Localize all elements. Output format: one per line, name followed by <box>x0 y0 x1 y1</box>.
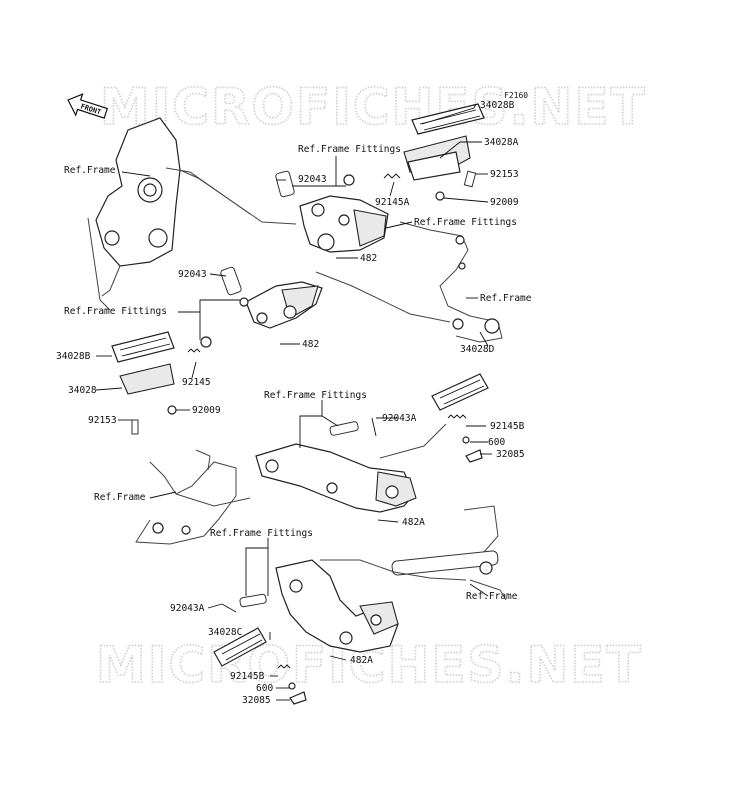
bracket-left-middle <box>200 266 323 348</box>
label-92043-top: 92043 <box>298 174 327 185</box>
label-ref-frame-right: Ref.Frame <box>480 293 532 304</box>
label-34028c: 34028C <box>208 627 242 638</box>
label-92153-left: 92153 <box>88 415 117 426</box>
label-92145a: 92145A <box>375 197 410 208</box>
label-34028d: 34028D <box>460 344 495 355</box>
watermark-top: MICROFICHES.NET <box>100 78 647 136</box>
frame-upper-left <box>87 117 297 311</box>
label-482a-mid: 482A <box>402 517 425 528</box>
label-92043-left: 92043 <box>178 269 207 280</box>
label-92009-right: 92009 <box>490 197 519 208</box>
label-600-right: 600 <box>488 437 505 448</box>
label-92145b-low: 92145B <box>230 671 265 682</box>
figure-id: F2160 <box>504 91 528 100</box>
label-ref-frame-fittings-mid-right: Ref.Frame Fittings <box>414 217 517 228</box>
label-ref-frame-upper-left: Ref.Frame <box>64 165 116 176</box>
label-34028-left: 34028 <box>68 385 97 396</box>
label-482a-low: 482A <box>350 655 373 666</box>
label-ref-frame-lower-right: Ref.Frame <box>466 591 518 602</box>
bracket-center-rear <box>255 373 489 513</box>
label-ref-frame-fittings-center: Ref.Frame Fittings <box>264 390 367 401</box>
label-600-low: 600 <box>256 683 273 694</box>
label-ref-frame-fittings-left: Ref.Frame Fittings <box>64 306 167 317</box>
label-34028b-left: 34028B <box>56 351 91 362</box>
label-34028a: 34028A <box>484 137 519 148</box>
footpeg-left <box>111 331 201 435</box>
label-92153-right: 92153 <box>490 169 519 180</box>
frame-lower-left <box>135 449 251 545</box>
part-labels: 34028B 34028A 92153 92009 Ref.Frame Ref.… <box>56 100 532 706</box>
label-92009-left: 92009 <box>192 405 221 416</box>
label-32085-right: 32085 <box>496 449 525 460</box>
label-92145b-right: 92145B <box>490 421 525 432</box>
frame-right <box>315 221 503 343</box>
label-ref-frame-fittings-top: Ref.Frame Fittings <box>298 144 401 155</box>
bracket-upper-right <box>275 170 401 253</box>
label-92145-left: 92145 <box>182 377 211 388</box>
leader-lines <box>95 103 492 701</box>
label-92043a-top: 92043A <box>382 413 417 424</box>
label-ref-frame-lower-left: Ref.Frame <box>94 492 146 503</box>
frame-lower-right <box>391 505 507 601</box>
label-482-mid: 482 <box>302 339 319 350</box>
label-482-top: 482 <box>360 253 377 264</box>
label-32085-low: 32085 <box>242 695 271 706</box>
bracket-lower <box>213 559 467 705</box>
footpeg-upper-right <box>403 103 485 201</box>
front-label: FRONT <box>79 102 102 116</box>
label-92043a-low: 92043A <box>170 603 205 614</box>
label-ref-frame-fittings-low: Ref.Frame Fittings <box>210 528 313 539</box>
label-34028b-top: 34028B <box>480 100 515 111</box>
